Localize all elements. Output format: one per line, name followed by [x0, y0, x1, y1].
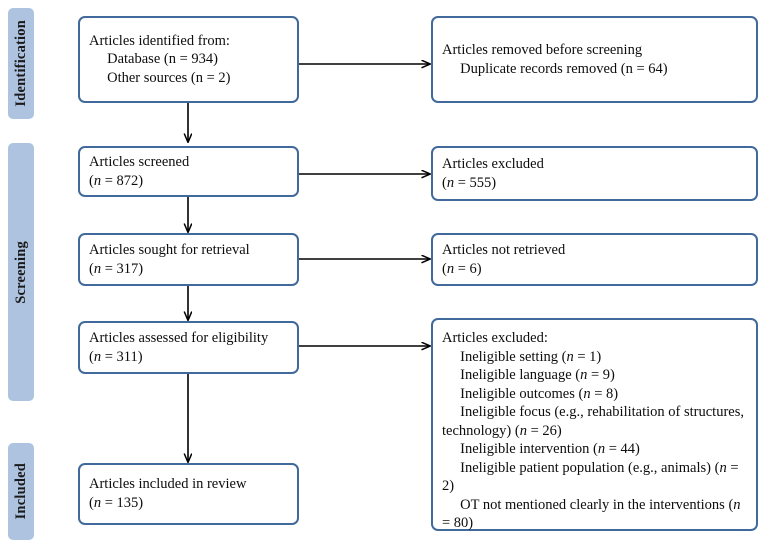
phase-bar-included: Included: [8, 443, 34, 540]
box-articles-included-in-review[interactable]: Articles included in review (n = 135): [78, 463, 299, 525]
phase-label-identification: Identification: [12, 20, 29, 107]
box-articles-screened[interactable]: Articles screened (n = 872): [78, 146, 299, 197]
box-articles-excluded-screening-text: Articles excluded (n = 555): [442, 155, 544, 191]
phase-bar-screening: Screening: [8, 143, 34, 401]
phase-label-screening: Screening: [12, 240, 29, 304]
box-articles-assessed-for-eligibility-text: Articles assessed for eligibility (n = 3…: [89, 329, 269, 365]
box-articles-identified-text: Articles identified from: Database (n = …: [89, 32, 231, 86]
box-articles-identified[interactable]: Articles identified from: Database (n = …: [78, 16, 299, 103]
box-articles-screened-text: Articles screened (n = 872): [89, 153, 190, 189]
phase-bar-identification: Identification: [8, 8, 34, 119]
box-articles-excluded-screening[interactable]: Articles excluded (n = 555): [431, 146, 758, 201]
phase-label-included: Included: [12, 463, 29, 520]
box-articles-excluded-eligibility-text: Articles excluded: Ineligible setting (n…: [442, 330, 744, 532]
box-articles-included-in-review-text: Articles included in review (n = 135): [89, 476, 247, 511]
box-articles-assessed-for-eligibility[interactable]: Articles assessed for eligibility (n = 3…: [78, 321, 299, 374]
box-articles-sought-for-retrieval[interactable]: Articles sought for retrieval (n = 317): [78, 233, 299, 286]
box-articles-not-retrieved[interactable]: Articles not retrieved (n = 6): [431, 233, 758, 286]
box-articles-excluded-eligibility[interactable]: Articles excluded: Ineligible setting (n…: [431, 318, 758, 531]
box-articles-not-retrieved-text: Articles not retrieved (n = 6): [442, 241, 566, 277]
box-articles-removed-before-screening-text: Articles removed before screening Duplic…: [442, 41, 668, 77]
box-articles-sought-for-retrieval-text: Articles sought for retrieval (n = 317): [89, 241, 250, 277]
box-articles-removed-before-screening[interactable]: Articles removed before screening Duplic…: [431, 16, 758, 103]
